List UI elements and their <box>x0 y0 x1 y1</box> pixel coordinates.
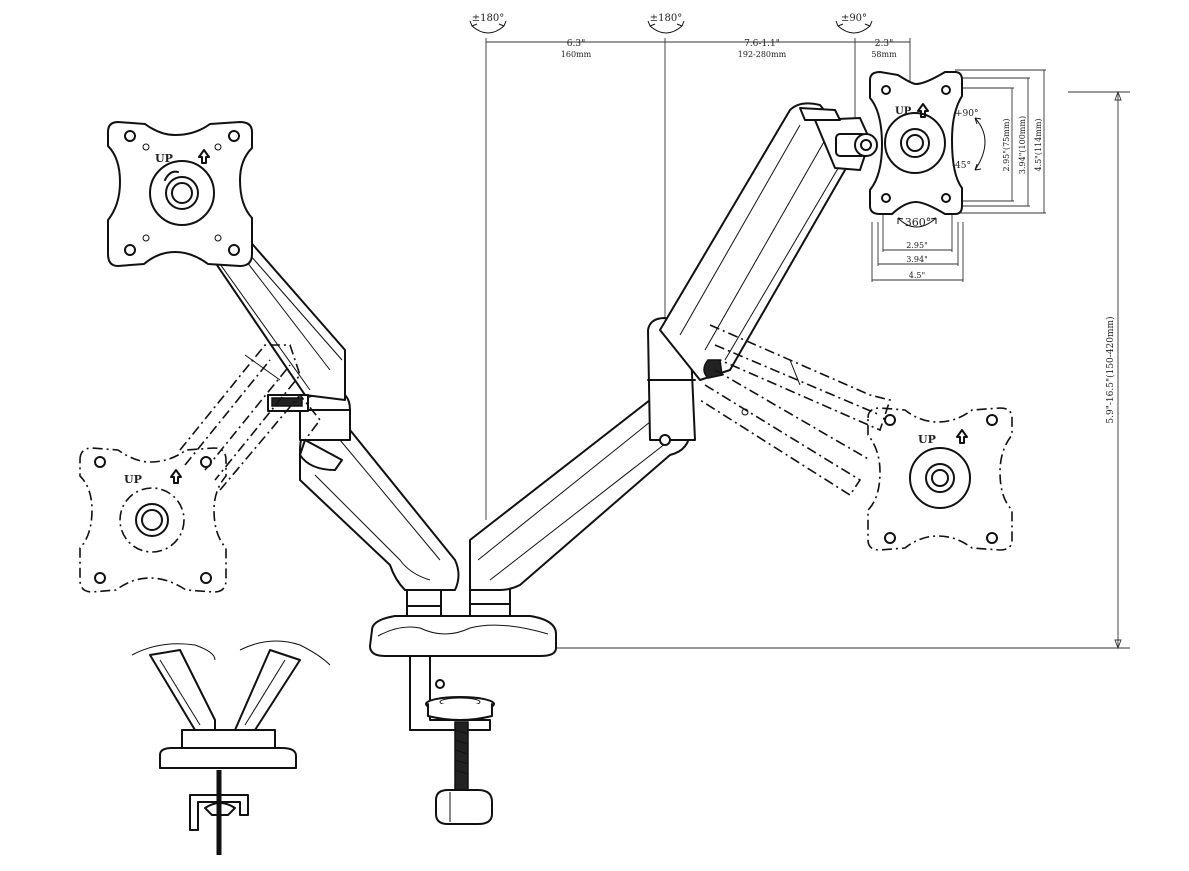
swivel-label: 360° <box>905 216 932 229</box>
detail-inset-base <box>131 640 331 855</box>
vesa-h1-label: 2.95" <box>906 241 928 250</box>
left-vesa-plate-upper: UP <box>107 121 253 267</box>
desk-base-clamp <box>369 583 557 825</box>
seg2-inch: 7.6-1.1" <box>744 39 780 49</box>
vesa-v1-label: 2.95"(75mm) <box>1002 118 1011 171</box>
tilt-down-label: -45° <box>952 161 971 171</box>
height-dimension-group: 5.9"-16.5"(150-420mm) <box>555 90 1130 650</box>
up-label-left-lower: UP <box>124 473 142 486</box>
up-label-right-upper: UP <box>895 106 912 117</box>
rotation-label-1: ±180° <box>472 13 504 24</box>
up-label-right-lower: UP <box>918 433 936 446</box>
rotation-label-2: ±180° <box>650 13 682 24</box>
up-label-left-upper: UP <box>155 152 173 165</box>
vesa-v2-label: 3.94"(100mm) <box>1018 116 1027 174</box>
vesa-v3-label: 4.5"(114mm) <box>1034 118 1043 171</box>
vesa-h3-label: 4.5" <box>909 271 925 280</box>
left-arm-alt-position <box>179 344 322 491</box>
top-dimension-group: 6.3" 160mm 7.6-1.1" 192-280mm 2.3" 58mm <box>485 38 911 520</box>
seg3-inch: 2.3" <box>875 39 893 49</box>
seg1-inch: 6.3" <box>567 39 585 49</box>
left-arm <box>199 229 460 591</box>
left-vesa-plate-lower: UP <box>79 447 227 593</box>
tilt-up-label: +90° <box>955 109 979 119</box>
right-vesa-plate-upper: UP +90° -45° 360° <box>869 71 986 229</box>
rotation-label-3: ±90° <box>841 13 867 24</box>
seg3-mm: 58mm <box>871 50 897 59</box>
right-vesa-plate-lower: UP <box>867 407 1013 551</box>
height-range-label: 5.9"-16.5"(150-420mm) <box>1105 316 1116 423</box>
vesa-dimension-group: 2.95" 3.94" 4.5" 2.95"(75mm) 3.94"(100mm… <box>871 69 1046 282</box>
vesa-h2-label: 3.94" <box>906 255 928 264</box>
rotation-indicator-1: ±180° <box>469 13 507 34</box>
rotation-indicator-3: ±90° <box>835 13 873 34</box>
seg2-mm: 192-280mm <box>738 50 787 59</box>
seg1-mm: 160mm <box>561 50 592 59</box>
right-arm <box>469 102 878 591</box>
rotation-indicator-2: ±180° <box>647 13 685 34</box>
right-arm-alt-position <box>699 324 892 497</box>
